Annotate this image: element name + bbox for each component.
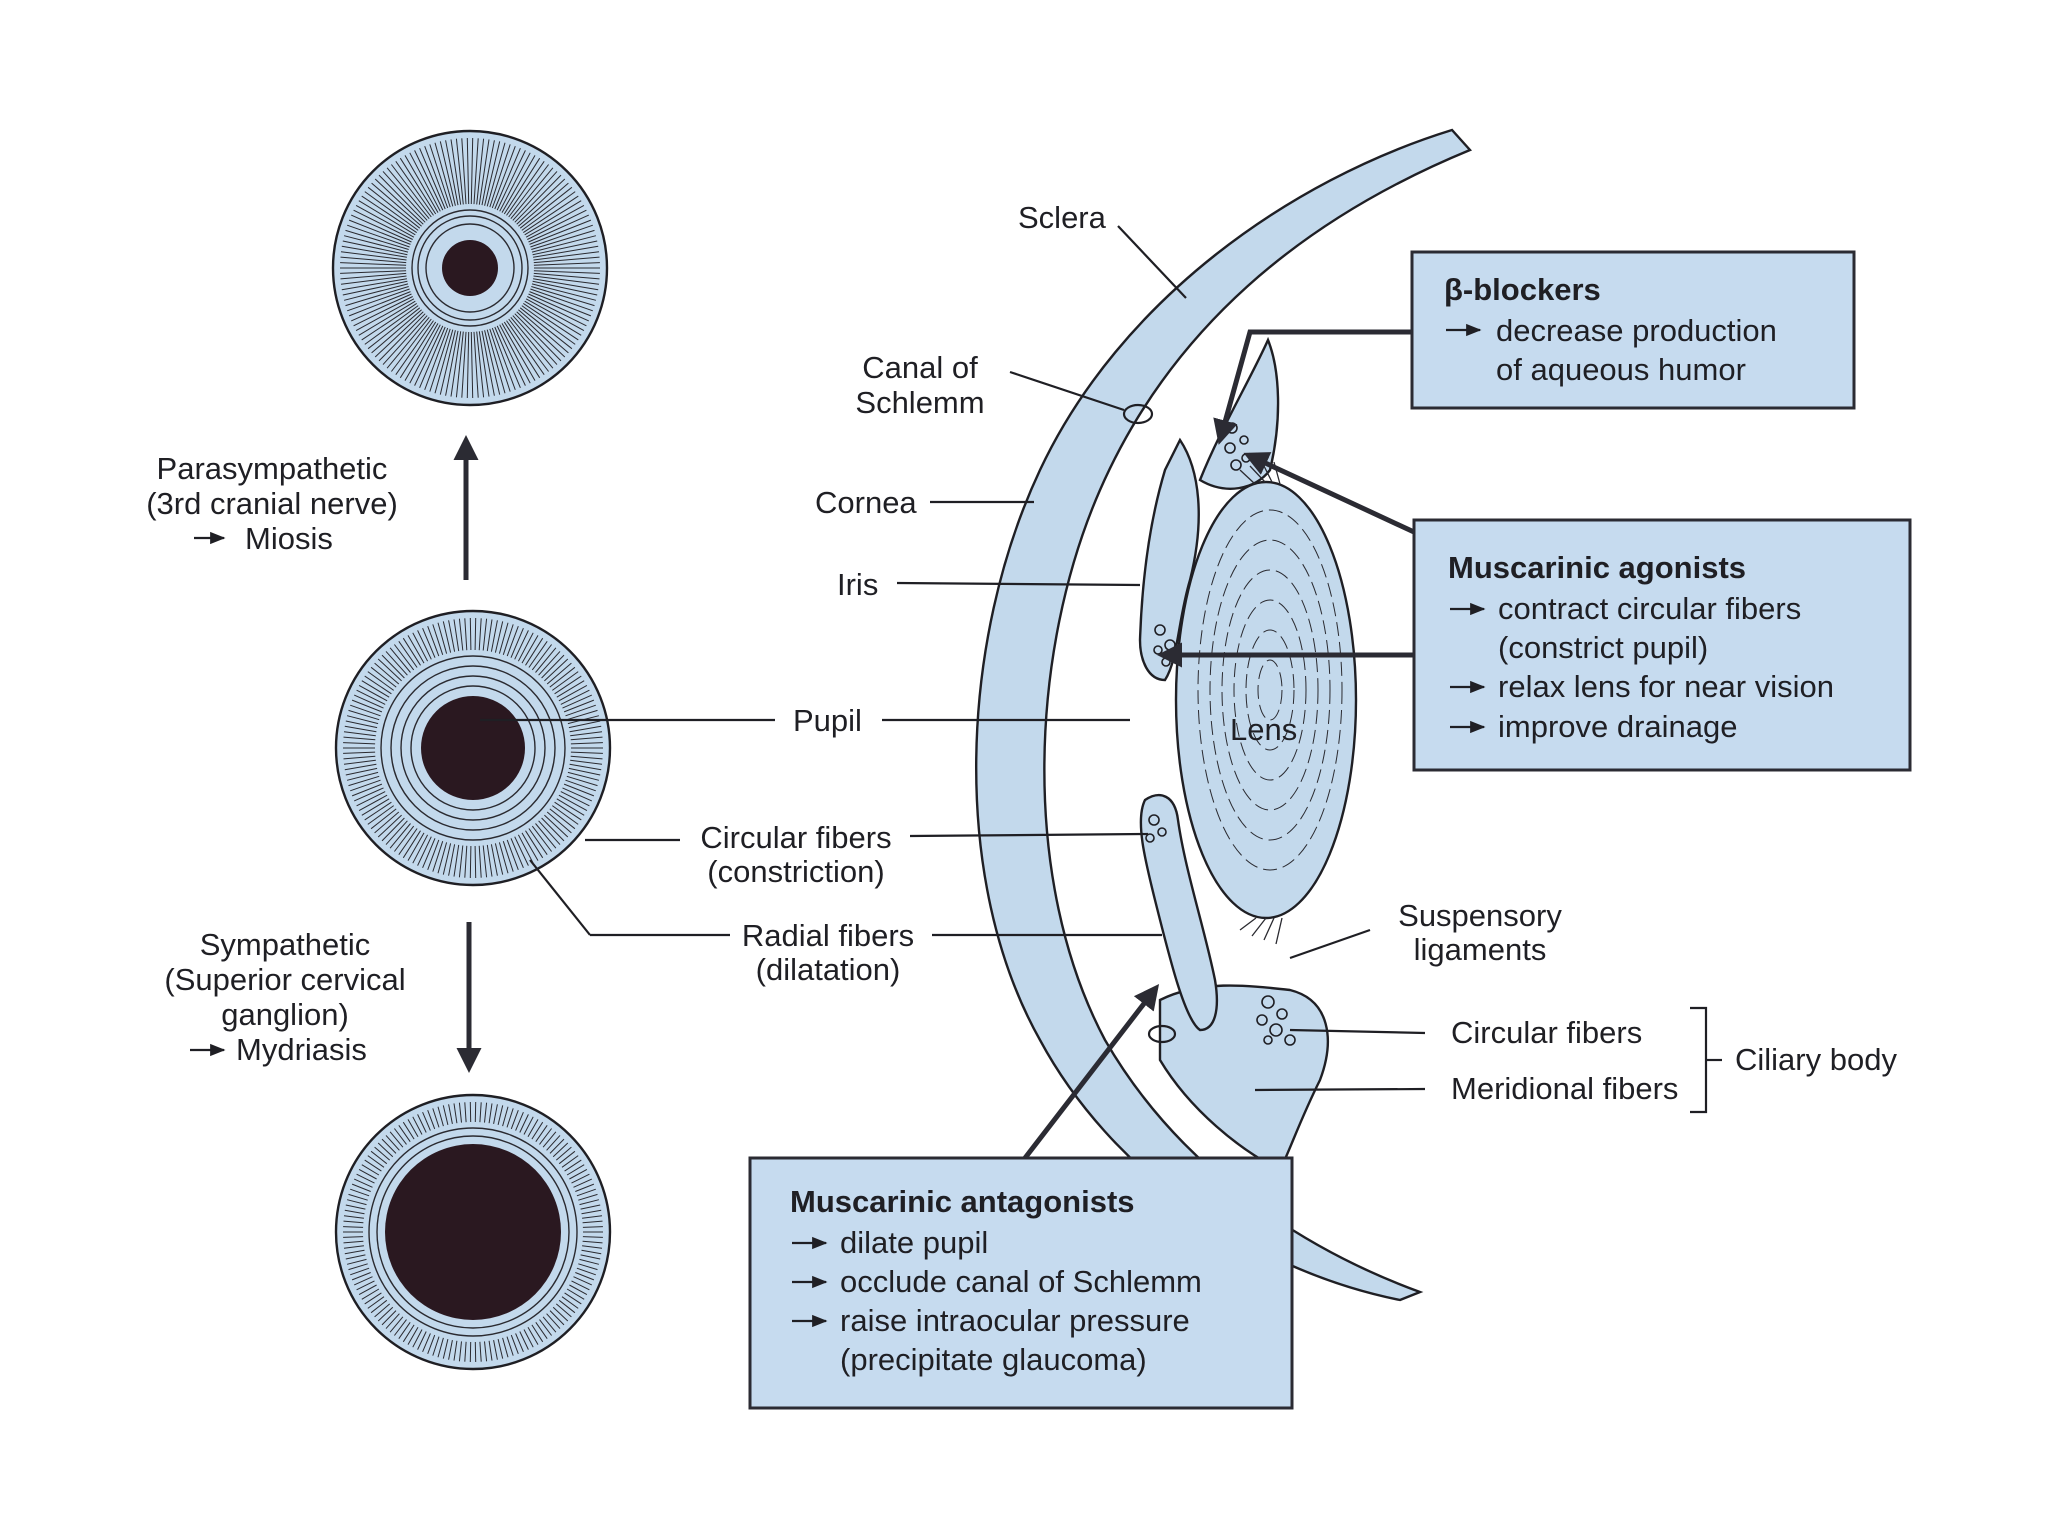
svg-text:raise intraocular pressure: raise intraocular pressure: [840, 1303, 1190, 1338]
muscarinic-antagonists-box: Muscarinic antagonists dilate pupil occl…: [748, 1156, 1294, 1410]
svg-text:Mydriasis: Mydriasis: [236, 1032, 367, 1067]
svg-text:Muscarinic agonists: Muscarinic agonists: [1448, 550, 1746, 585]
svg-text:dilate pupil: dilate pupil: [840, 1225, 988, 1260]
drug-arrows: [1023, 329, 1416, 1160]
beta-blockers-box: β-blockers decrease production of aqueou…: [1410, 250, 1856, 410]
cornea-sclera: [975, 128, 1473, 1302]
svg-text:Muscarinic antagonists: Muscarinic antagonists: [790, 1184, 1135, 1219]
svg-text:(3rd cranial nerve): (3rd cranial nerve): [146, 486, 398, 521]
svg-text:ligaments: ligaments: [1414, 932, 1547, 967]
label-ciliary-circular: Circular fibers: [1451, 1015, 1642, 1050]
pupil-medium: [421, 696, 525, 800]
svg-text:(constrict pupil): (constrict pupil): [1498, 630, 1708, 665]
pupil-diagram-dilated: [334, 1093, 612, 1371]
svg-text:(constriction): (constriction): [707, 854, 884, 889]
svg-text:Canal of: Canal of: [862, 350, 978, 385]
canal-of-schlemm: [1122, 403, 1154, 425]
label-iris: Iris: [837, 567, 878, 602]
pupil-diagram-normal: [334, 609, 612, 887]
eye-cross-section: [975, 128, 1473, 1302]
label-circular-fibers: Circular fibers (constriction): [700, 820, 891, 889]
pupil-large: [385, 1144, 561, 1320]
label-radial-fibers: Radial fibers (dilatation): [742, 918, 914, 987]
svg-text:Radial fibers: Radial fibers: [742, 918, 914, 953]
label-ciliary-meridional: Meridional fibers: [1451, 1071, 1678, 1106]
muscarinic-agonists-box: Muscarinic agonists contract circular fi…: [1412, 518, 1912, 772]
label-ciliary-body: Ciliary body: [1735, 1042, 1897, 1077]
svg-text:Sympathetic: Sympathetic: [200, 927, 371, 962]
label-canal-of-schlemm: Canal of Schlemm: [855, 350, 984, 420]
label-cornea: Cornea: [815, 485, 917, 520]
svg-text:decrease production: decrease production: [1496, 313, 1777, 348]
svg-text:(dilatation): (dilatation): [756, 952, 901, 987]
parasympathetic-label: Parasympathetic (3rd cranial nerve) Mios…: [146, 451, 398, 556]
ciliary-body: [1158, 984, 1329, 1172]
lens-fibers: [1197, 509, 1343, 871]
svg-text:Suspensory: Suspensory: [1398, 898, 1562, 933]
svg-text:Circular fibers: Circular fibers: [700, 820, 891, 855]
pupil-diagram-constricted: [331, 129, 609, 407]
iris-radial-fibers: [343, 617, 603, 879]
svg-text:Miosis: Miosis: [245, 521, 333, 556]
label-pupil: Pupil: [793, 703, 862, 738]
iris-lower: [1139, 794, 1219, 1032]
lens: [1174, 480, 1358, 920]
svg-text:improve drainage: improve drainage: [1498, 709, 1738, 744]
svg-text:(precipitate glaucoma): (precipitate glaucoma): [840, 1342, 1147, 1377]
agonist-arrow-ciliary: [1243, 452, 1416, 535]
svg-text:relax lens for near vision: relax lens for near vision: [1498, 669, 1834, 704]
label-lens: Lens: [1230, 712, 1297, 747]
beta-blocker-arrow: [1213, 329, 1412, 445]
iris-radial-fibers: [340, 137, 600, 399]
svg-text:Parasympathetic: Parasympathetic: [157, 451, 388, 486]
svg-text:Schlemm: Schlemm: [855, 385, 984, 420]
label-suspensory-ligaments: Suspensory ligaments: [1398, 898, 1562, 967]
sympathetic-label: Sympathetic (Superior cervical ganglion)…: [164, 927, 405, 1067]
label-sclera: Sclera: [1018, 200, 1107, 235]
svg-text:occlude canal of Schlemm: occlude canal of Schlemm: [840, 1264, 1202, 1299]
svg-text:β-blockers: β-blockers: [1444, 272, 1601, 307]
svg-text:(Superior cervical: (Superior cervical: [164, 962, 405, 997]
leader-lines: [480, 225, 1722, 1114]
iris-upper: [1138, 437, 1200, 682]
iris-radial-fibers: [343, 1101, 603, 1363]
canal-of-schlemm-lower: [1147, 1024, 1177, 1044]
svg-text:of aqueous humor: of aqueous humor: [1496, 352, 1746, 387]
pupil-small: [442, 240, 498, 296]
svg-text:contract circular fibers: contract circular fibers: [1498, 591, 1801, 626]
antagonist-arrow: [1023, 984, 1160, 1160]
svg-text:ganglion): ganglion): [221, 997, 349, 1032]
